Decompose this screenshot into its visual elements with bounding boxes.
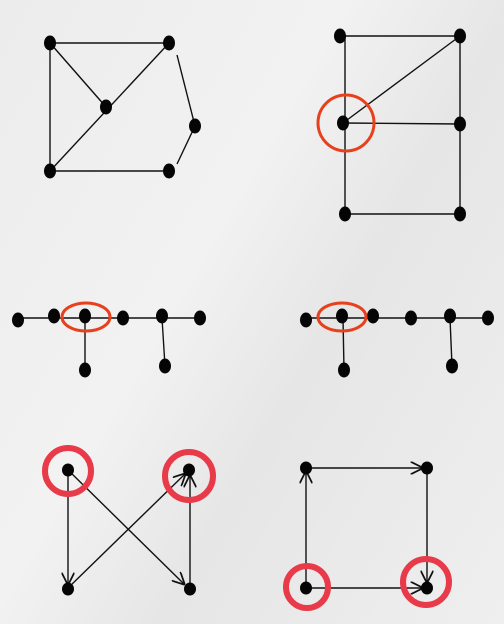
node — [454, 206, 466, 222]
node — [300, 581, 312, 595]
highlight-ellipse — [60, 301, 112, 333]
node — [159, 358, 171, 374]
highlight-circle — [162, 449, 216, 503]
edge — [49, 42, 107, 108]
graph-top-left — [44, 35, 201, 179]
node — [367, 308, 379, 324]
node — [117, 310, 129, 326]
node — [163, 163, 175, 179]
directed-edge — [67, 474, 185, 589]
edge — [342, 35, 461, 124]
tree-middle-right — [300, 301, 494, 378]
node — [44, 35, 56, 51]
edge — [161, 317, 166, 367]
highlight-circle — [283, 563, 331, 611]
node — [300, 461, 312, 475]
node — [446, 358, 458, 374]
node — [156, 308, 168, 324]
directed-edge — [67, 469, 184, 584]
node — [405, 310, 417, 326]
node — [184, 582, 196, 596]
node — [421, 461, 433, 475]
highlight-circle — [316, 93, 376, 153]
node — [334, 28, 346, 44]
edge — [176, 54, 196, 127]
node — [62, 582, 74, 596]
node — [454, 28, 466, 44]
node — [338, 362, 350, 378]
node — [454, 116, 466, 132]
node — [444, 308, 456, 324]
edge — [342, 317, 345, 371]
node — [300, 312, 312, 328]
node — [79, 362, 91, 378]
edge — [449, 317, 453, 367]
node — [183, 463, 195, 477]
highlight-circle — [42, 445, 94, 497]
edge — [342, 122, 461, 125]
node — [79, 308, 91, 324]
node — [163, 35, 175, 51]
digraph-bottom-right — [283, 461, 452, 611]
node — [48, 308, 60, 324]
node — [100, 99, 112, 115]
node — [421, 581, 433, 595]
node — [339, 206, 351, 222]
node — [194, 310, 206, 326]
highlight-circle — [400, 556, 452, 608]
node — [337, 115, 349, 131]
node — [12, 312, 24, 328]
node — [482, 310, 494, 326]
node — [44, 163, 56, 179]
node — [336, 308, 348, 324]
digraph-bottom-left — [42, 445, 216, 596]
node — [62, 463, 74, 477]
graph-top-right — [316, 28, 466, 222]
highlight-ellipse — [316, 301, 368, 333]
node — [189, 118, 201, 134]
tree-middle-left — [12, 301, 206, 378]
